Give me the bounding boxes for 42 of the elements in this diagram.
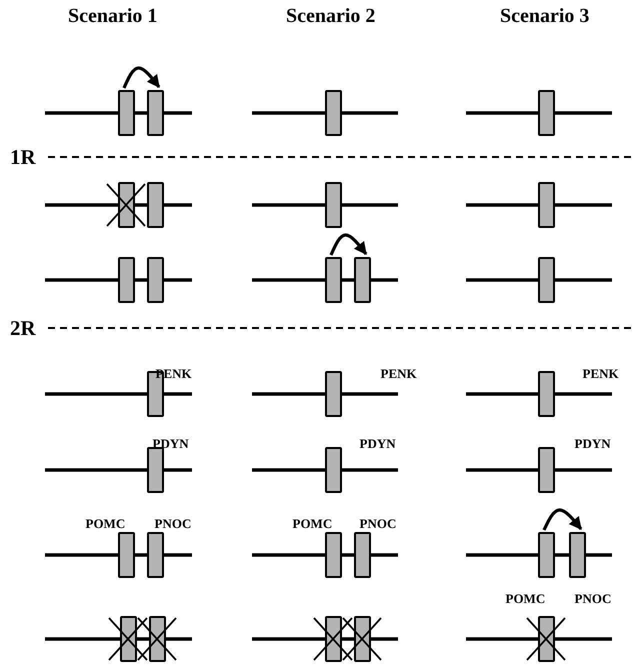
gene-box bbox=[146, 182, 164, 228]
duplication-arrow bbox=[122, 66, 160, 89]
gene-box bbox=[324, 257, 342, 303]
column-heading: Scenario 3 bbox=[500, 6, 590, 26]
gene-label: PNOC bbox=[154, 517, 192, 530]
gene-box bbox=[324, 532, 342, 578]
gene-box bbox=[118, 90, 134, 136]
gene-label: PDYN bbox=[360, 437, 396, 450]
round-label: 1R bbox=[10, 147, 36, 168]
gene-box bbox=[146, 257, 164, 303]
gene-box bbox=[568, 532, 586, 578]
gene-box bbox=[538, 257, 554, 303]
gene-label: PDYN bbox=[574, 437, 611, 450]
column-heading: Scenario 2 bbox=[286, 6, 376, 26]
gene-box bbox=[324, 182, 342, 228]
duplication-arrow bbox=[542, 508, 582, 531]
gene-box bbox=[118, 532, 134, 578]
gene-box bbox=[324, 90, 342, 136]
gene-label: PENK bbox=[582, 367, 619, 380]
gene-box bbox=[538, 182, 554, 228]
gene-box bbox=[354, 257, 370, 303]
gene-label: POMC bbox=[292, 517, 332, 530]
gene-box bbox=[324, 447, 342, 493]
gene-label: PNOC bbox=[574, 592, 612, 605]
column-heading: Scenario 1 bbox=[68, 6, 158, 26]
gene-box bbox=[538, 532, 554, 578]
gene-label: POMC bbox=[506, 592, 546, 605]
gene-label: POMC bbox=[86, 517, 126, 530]
gene-box bbox=[538, 90, 554, 136]
gene-box bbox=[146, 532, 164, 578]
gene-box bbox=[118, 257, 134, 303]
gene-box bbox=[146, 447, 164, 493]
gene-label: PNOC bbox=[360, 517, 396, 530]
gene-box bbox=[538, 447, 554, 493]
round-label: 2R bbox=[10, 318, 36, 339]
gene-label: PDYN bbox=[152, 437, 189, 450]
gene-box bbox=[324, 371, 342, 417]
duplication-arrow bbox=[330, 233, 368, 256]
gene-label: PENK bbox=[380, 367, 417, 380]
gene-box bbox=[146, 90, 164, 136]
gene-box bbox=[538, 371, 554, 417]
gene-box bbox=[354, 532, 370, 578]
